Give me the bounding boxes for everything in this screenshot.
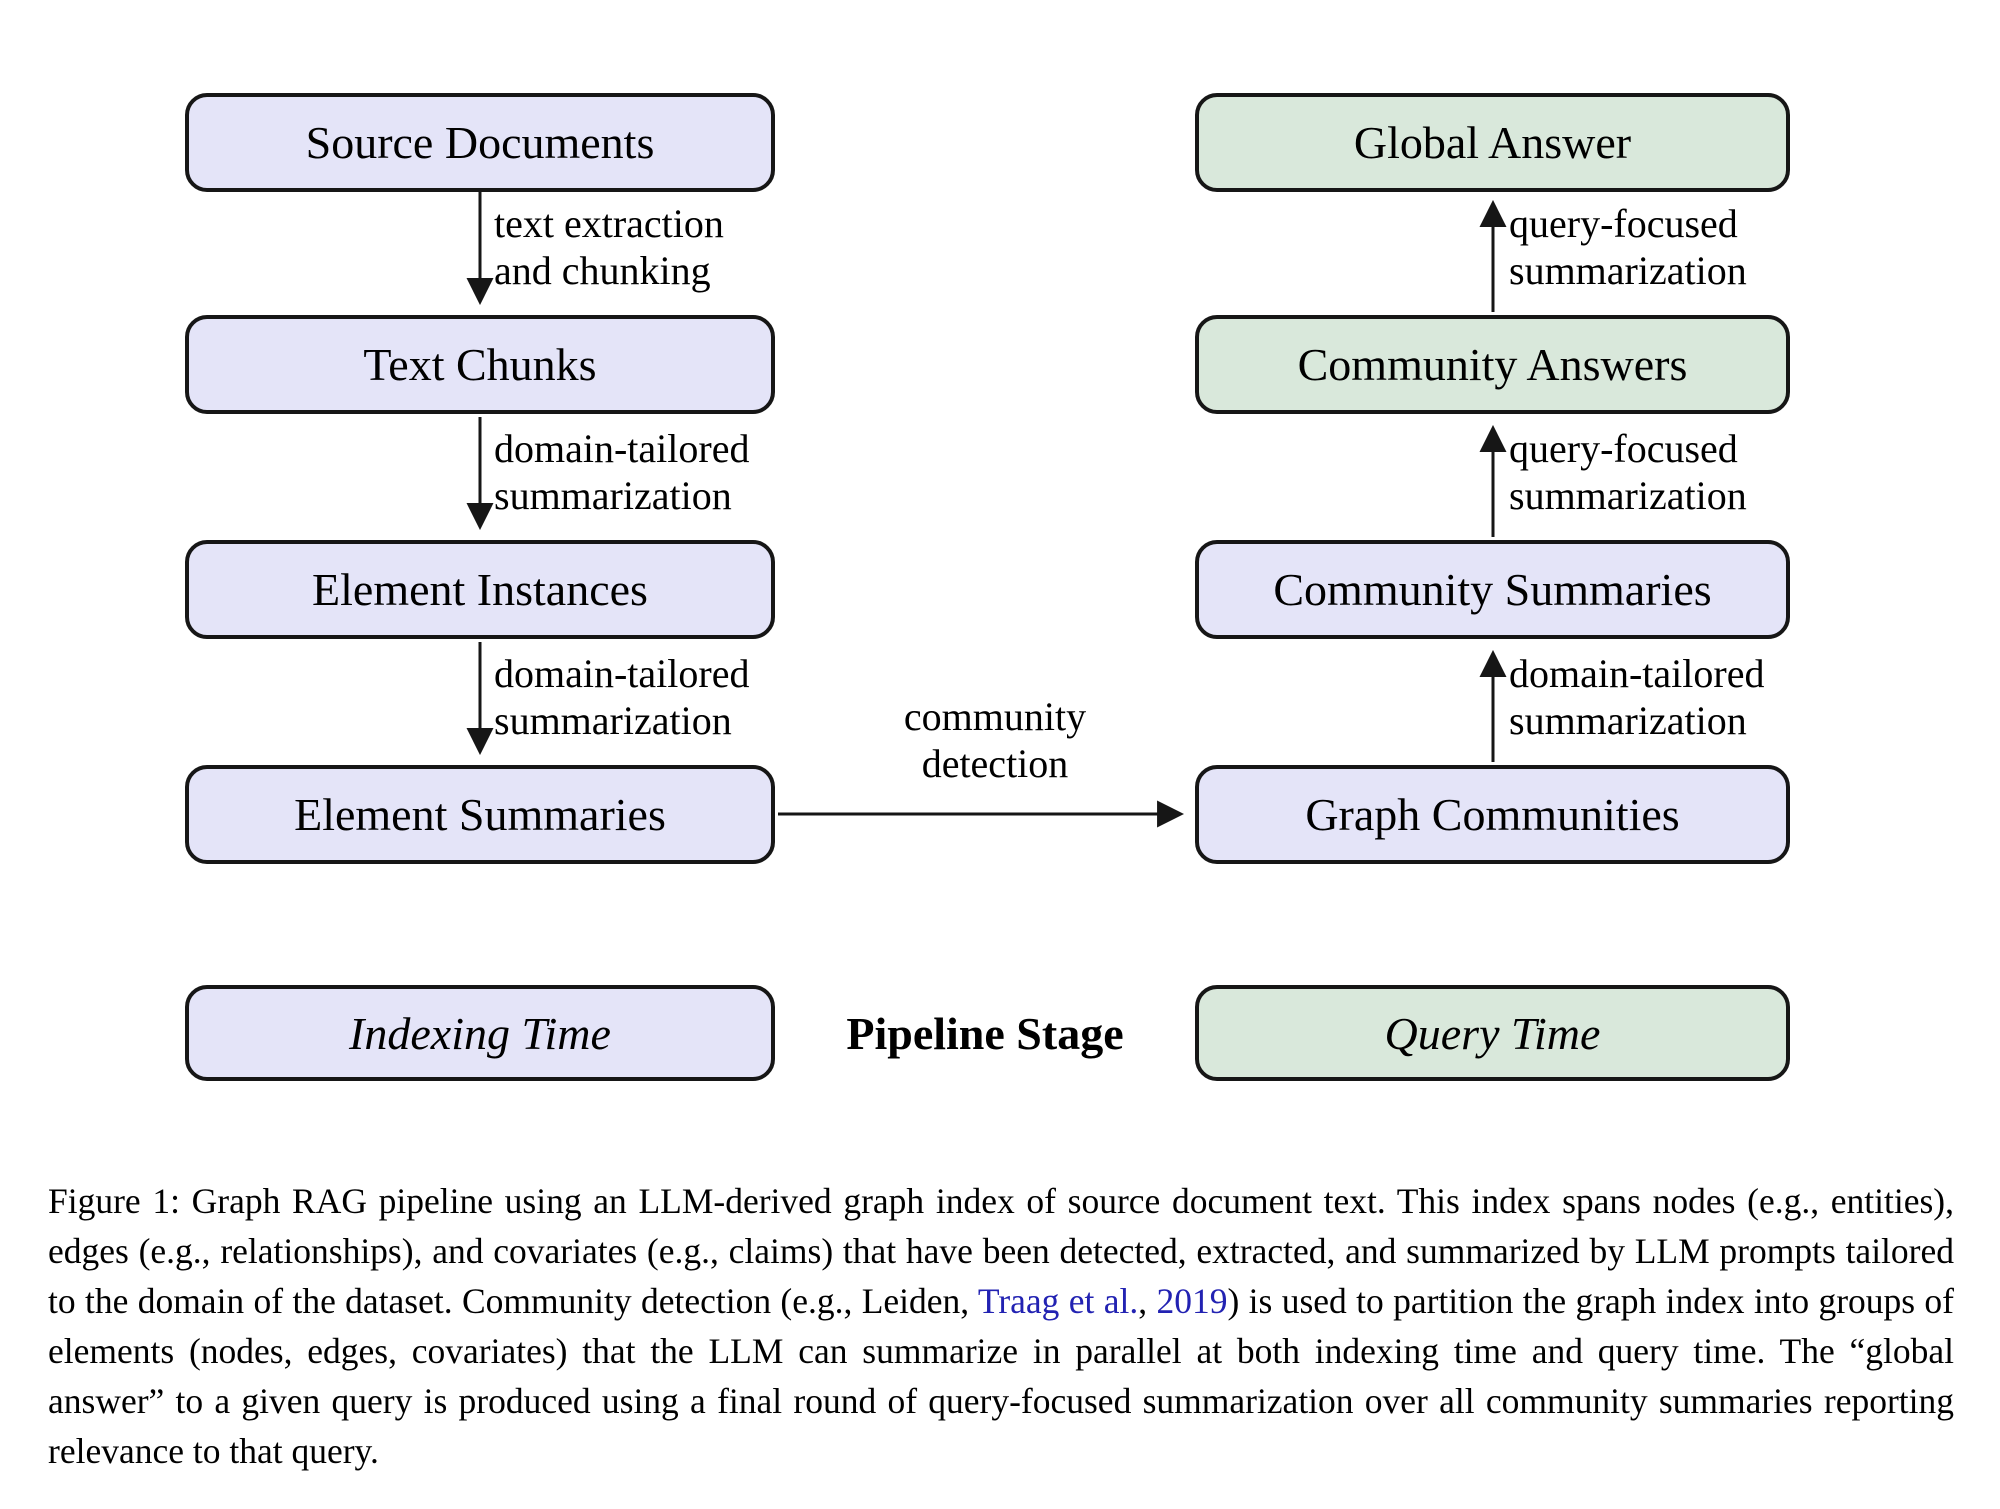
node-source-documents: Source Documents: [185, 93, 775, 192]
edge-label-community-detection: community detection: [828, 693, 1162, 787]
figure-caption: Figure 1: Graph RAG pipeline using an LL…: [48, 1176, 1954, 1476]
node-label: Element Summaries: [294, 789, 666, 840]
node-element-instances: Element Instances: [185, 540, 775, 639]
node-label: Community Summaries: [1273, 564, 1712, 615]
node-label: Source Documents: [305, 117, 655, 168]
node-label: Element Instances: [312, 564, 648, 615]
legend-label: Indexing Time: [349, 1007, 611, 1059]
node-label: Graph Communities: [1305, 789, 1680, 840]
caption-text: Figure 1: Graph RAG pipeline using an LL…: [48, 1180, 1954, 1321]
edge-label-line: domain-tailored: [494, 426, 750, 471]
node-community-summaries: Community Summaries: [1195, 540, 1790, 639]
edge-label-domain-tailored-2: domain-tailored summarization: [494, 650, 749, 744]
legend-pipeline-stage: Pipeline Stage: [775, 985, 1195, 1081]
edge-label-line: query-focused: [1509, 201, 1738, 246]
node-community-answers: Community Answers: [1195, 315, 1790, 414]
node-element-summaries: Element Summaries: [185, 765, 775, 864]
edge-label-query-focused-1: query-focused summarization: [1509, 425, 1747, 519]
edge-label-domain-tailored-1: domain-tailored summarization: [494, 425, 749, 519]
node-label: Community Answers: [1297, 339, 1688, 390]
citation-link-traag[interactable]: Traag et al.: [977, 1280, 1139, 1321]
citation-link-year[interactable]: 2019: [1156, 1280, 1228, 1321]
legend-label: Query Time: [1384, 1007, 1601, 1059]
node-label: Global Answer: [1353, 117, 1632, 168]
node-text-chunks: Text Chunks: [185, 315, 775, 414]
node-global-answer: Global Answer: [1195, 93, 1790, 192]
edge-label-line: community: [903, 694, 1087, 739]
edge-label-text-extraction: text extraction and chunking: [494, 200, 724, 294]
node-label: Text Chunks: [363, 339, 597, 390]
edge-label-line: summarization: [1509, 248, 1747, 293]
caption-text: ,: [1138, 1280, 1157, 1321]
edge-label-line: summarization: [494, 698, 732, 743]
caption-text: ) is used to partition the graph index i…: [48, 1280, 1955, 1471]
node-graph-communities: Graph Communities: [1195, 765, 1790, 864]
edge-label-line: summarization: [1509, 473, 1747, 518]
edge-label-line: and chunking: [494, 248, 711, 293]
legend-label: Pipeline Stage: [846, 1007, 1124, 1059]
edge-label-line: detection: [921, 741, 1069, 786]
legend-query-time: Query Time: [1195, 985, 1790, 1081]
legend-indexing-time: Indexing Time: [185, 985, 775, 1081]
edge-label-line: text extraction: [494, 201, 724, 246]
edge-label-line: domain-tailored: [1509, 651, 1765, 696]
edge-label-line: query-focused: [1509, 426, 1738, 471]
edge-label-query-focused-2: query-focused summarization: [1509, 200, 1747, 294]
edge-label-line: summarization: [494, 473, 732, 518]
edge-label-line: domain-tailored: [494, 651, 750, 696]
edge-label-line: summarization: [1509, 698, 1747, 743]
edge-label-domain-tailored-3: domain-tailored summarization: [1509, 650, 1764, 744]
